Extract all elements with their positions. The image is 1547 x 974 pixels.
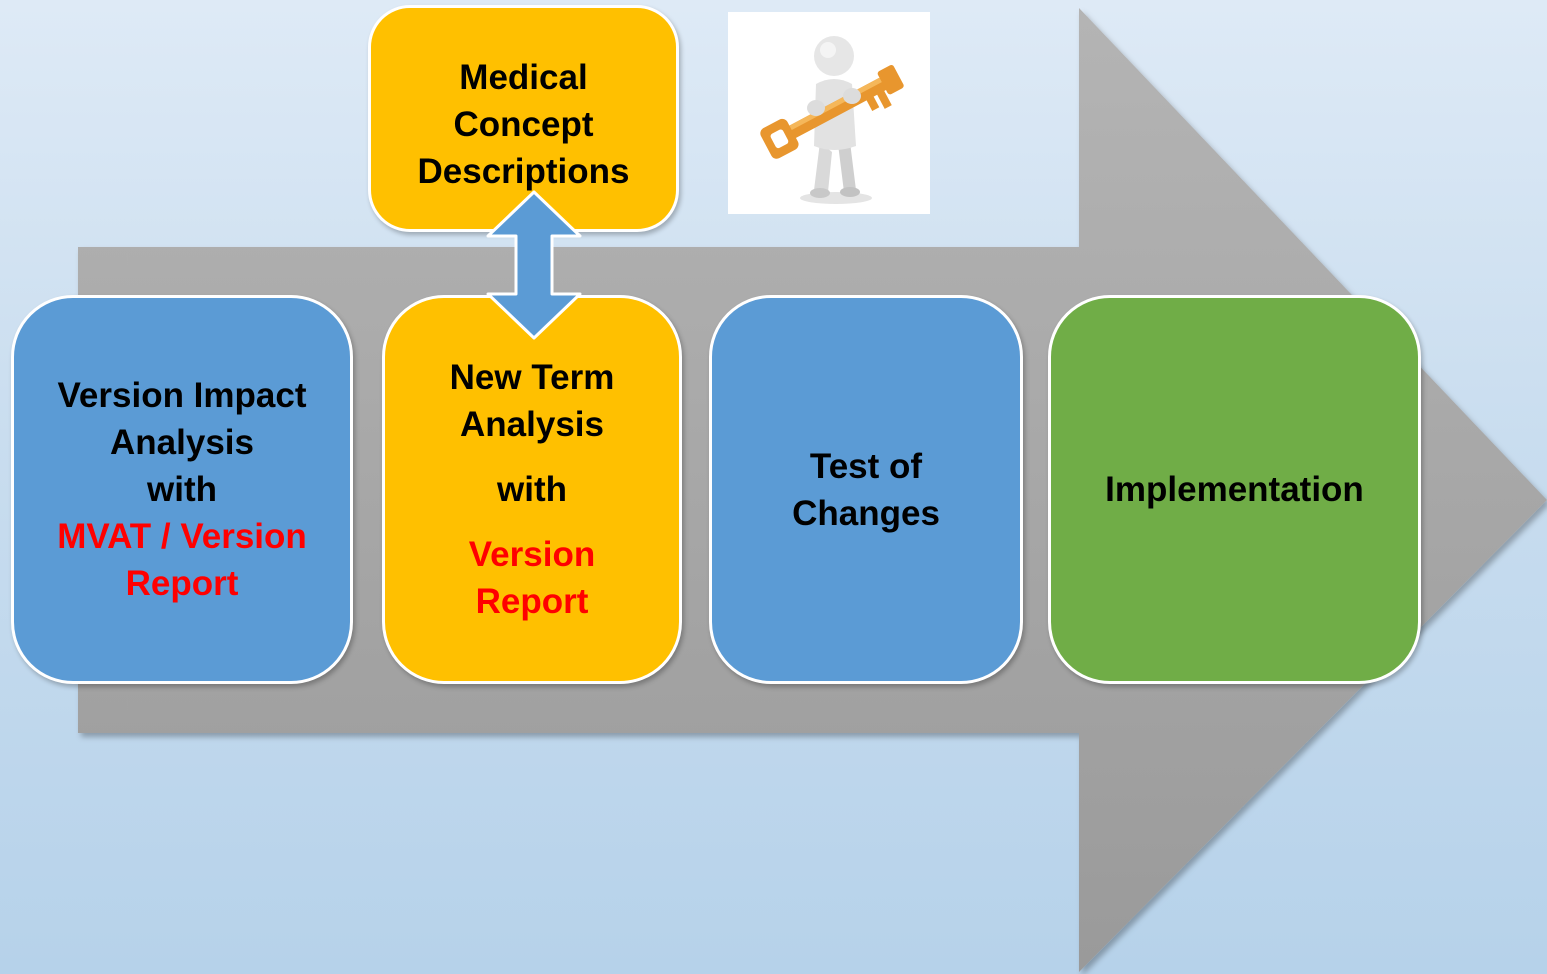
medical-box-label-line: Concept [453,105,594,144]
new-term-label-line: Analysis [460,405,604,444]
double-headed-connector-arrow [486,190,582,340]
version-impact-label-line: Analysis [110,423,254,462]
medical-box-label-line: Descriptions [417,152,630,191]
new-term-with-label: with [497,470,567,509]
new-term-tool-label: Version [468,535,596,574]
implementation-box: Implementation [1048,295,1421,684]
new-term-label-line: New Term [449,358,615,397]
test-of-changes-label-line: Test of [809,446,923,486]
person-holding-key-icon [728,12,930,214]
test-of-changes-label-line: Changes [792,493,940,533]
version-impact-label-line: Version Impact [57,376,307,415]
implementation-label: Implementation [1105,470,1364,509]
medical-box-label-line: Medical [459,58,588,97]
test-of-changes-box: Test of Changes [709,295,1023,684]
version-impact-tool-label: Report [125,564,239,603]
version-impact-tool-label: MVAT / Version [57,517,307,556]
version-impact-label-line: with [147,470,217,509]
new-term-tool-label: Report [475,582,589,621]
